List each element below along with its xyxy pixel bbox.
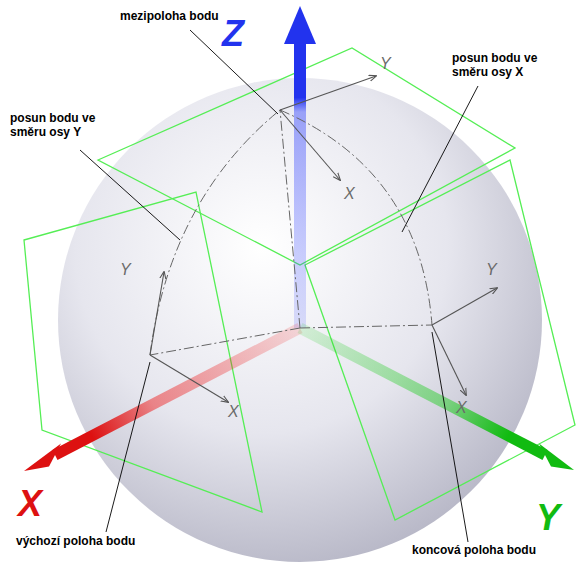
- axis-letter: Y: [536, 500, 560, 536]
- callout-label: mezipoloha bodu: [120, 10, 219, 24]
- frame-axis-letter: Y: [120, 262, 131, 278]
- axis-letter: X: [18, 486, 42, 522]
- axis-letter: Z: [222, 16, 244, 52]
- callout-label: posun bodu ve směru osy X: [452, 52, 552, 80]
- callout-label: posun bodu ve směru osy Y: [10, 112, 110, 140]
- path-arcs: [150, 110, 432, 355]
- frame-axis-letter: X: [344, 186, 355, 202]
- axes: [24, 6, 574, 471]
- frame-axis-letter: Y: [380, 56, 391, 72]
- leader-lines: [80, 30, 478, 542]
- frame-axis-letter: Y: [486, 262, 497, 278]
- frame-axis-letter: X: [228, 404, 239, 420]
- local-frames: [150, 76, 497, 402]
- frame-axis-letter: X: [456, 400, 467, 416]
- callout-label: koncová poloha bodu: [412, 544, 536, 558]
- callout-label: výchozí poloha bodu: [16, 535, 135, 549]
